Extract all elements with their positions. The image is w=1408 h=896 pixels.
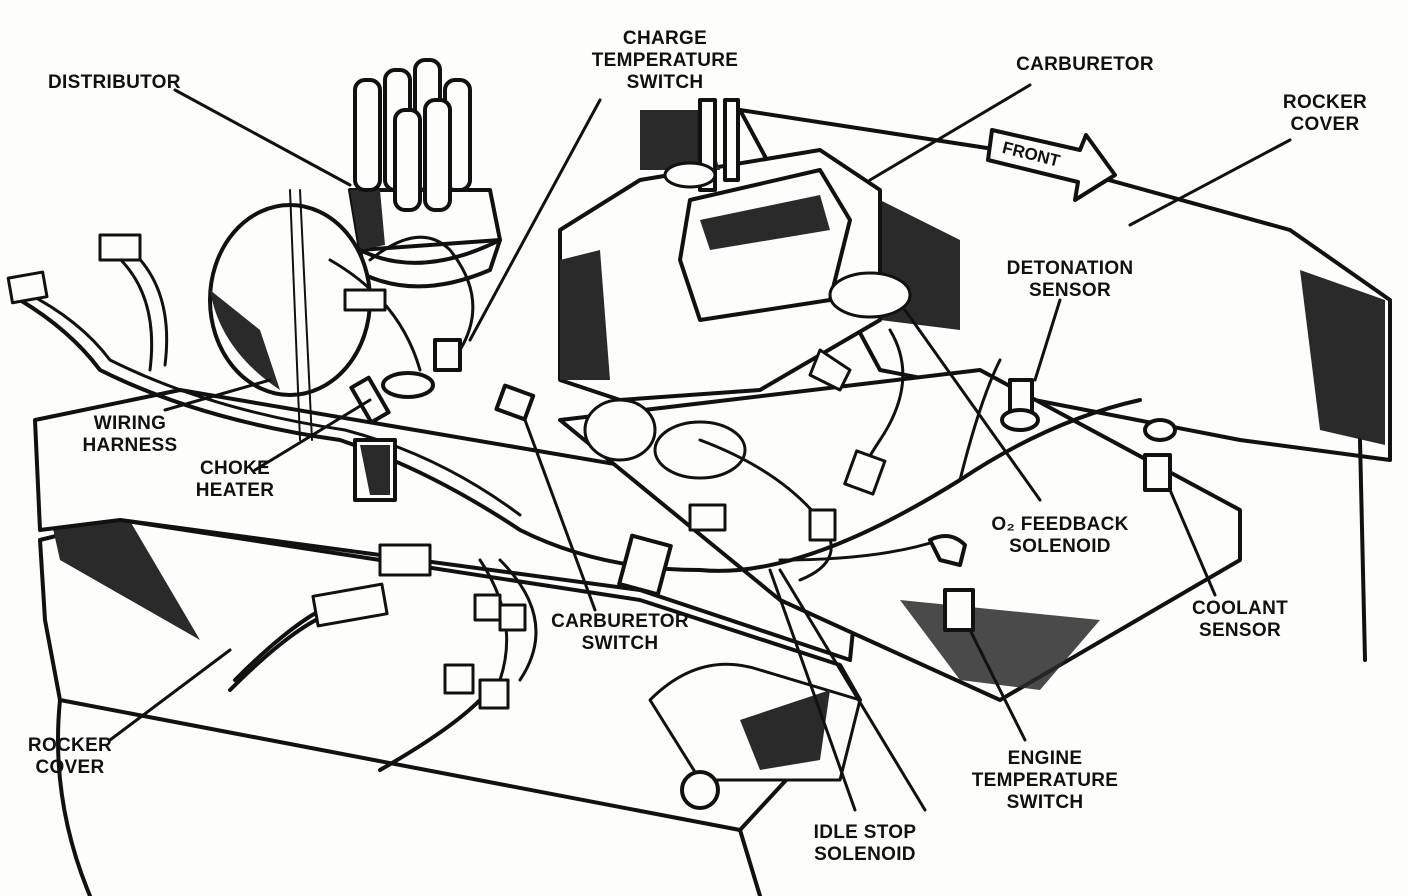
label-rocker-cover-top: ROCKER COVER <box>1282 92 1368 135</box>
label-distributor: DISTRIBUTOR <box>48 72 181 93</box>
carburetor-body <box>558 98 912 480</box>
label-detonation-sensor: DETONATION SENSOR <box>1006 258 1134 301</box>
leader-lines <box>108 83 1292 812</box>
label-rocker-cover-bottom: ROCKER COVER <box>27 735 113 778</box>
label-carburetor-switch: CARBURETOR SWITCH <box>551 611 689 654</box>
distributor-cap <box>348 58 502 289</box>
label-choke-heater: CHOKE HEATER <box>195 458 275 501</box>
connectors <box>6 233 887 710</box>
label-charge-temperature-switch: CHARGE TEMPERATURE SWITCH <box>591 28 739 93</box>
label-idle-stop-solenoid: IDLE STOP SOLENOID <box>813 822 917 865</box>
front-arrow <box>986 128 1117 202</box>
label-wiring-harness: WIRING HARNESS <box>82 413 178 456</box>
label-engine-temperature-switch: ENGINE TEMPERATURE SWITCH <box>971 748 1119 813</box>
sensors <box>349 338 1177 632</box>
label-coolant-sensor: COOLANT SENSOR <box>1191 598 1289 641</box>
label-carburetor: CARBURETOR <box>1016 54 1154 75</box>
label-o2-feedback-solenoid: O₂ FEEDBACK SOLENOID <box>991 514 1129 557</box>
